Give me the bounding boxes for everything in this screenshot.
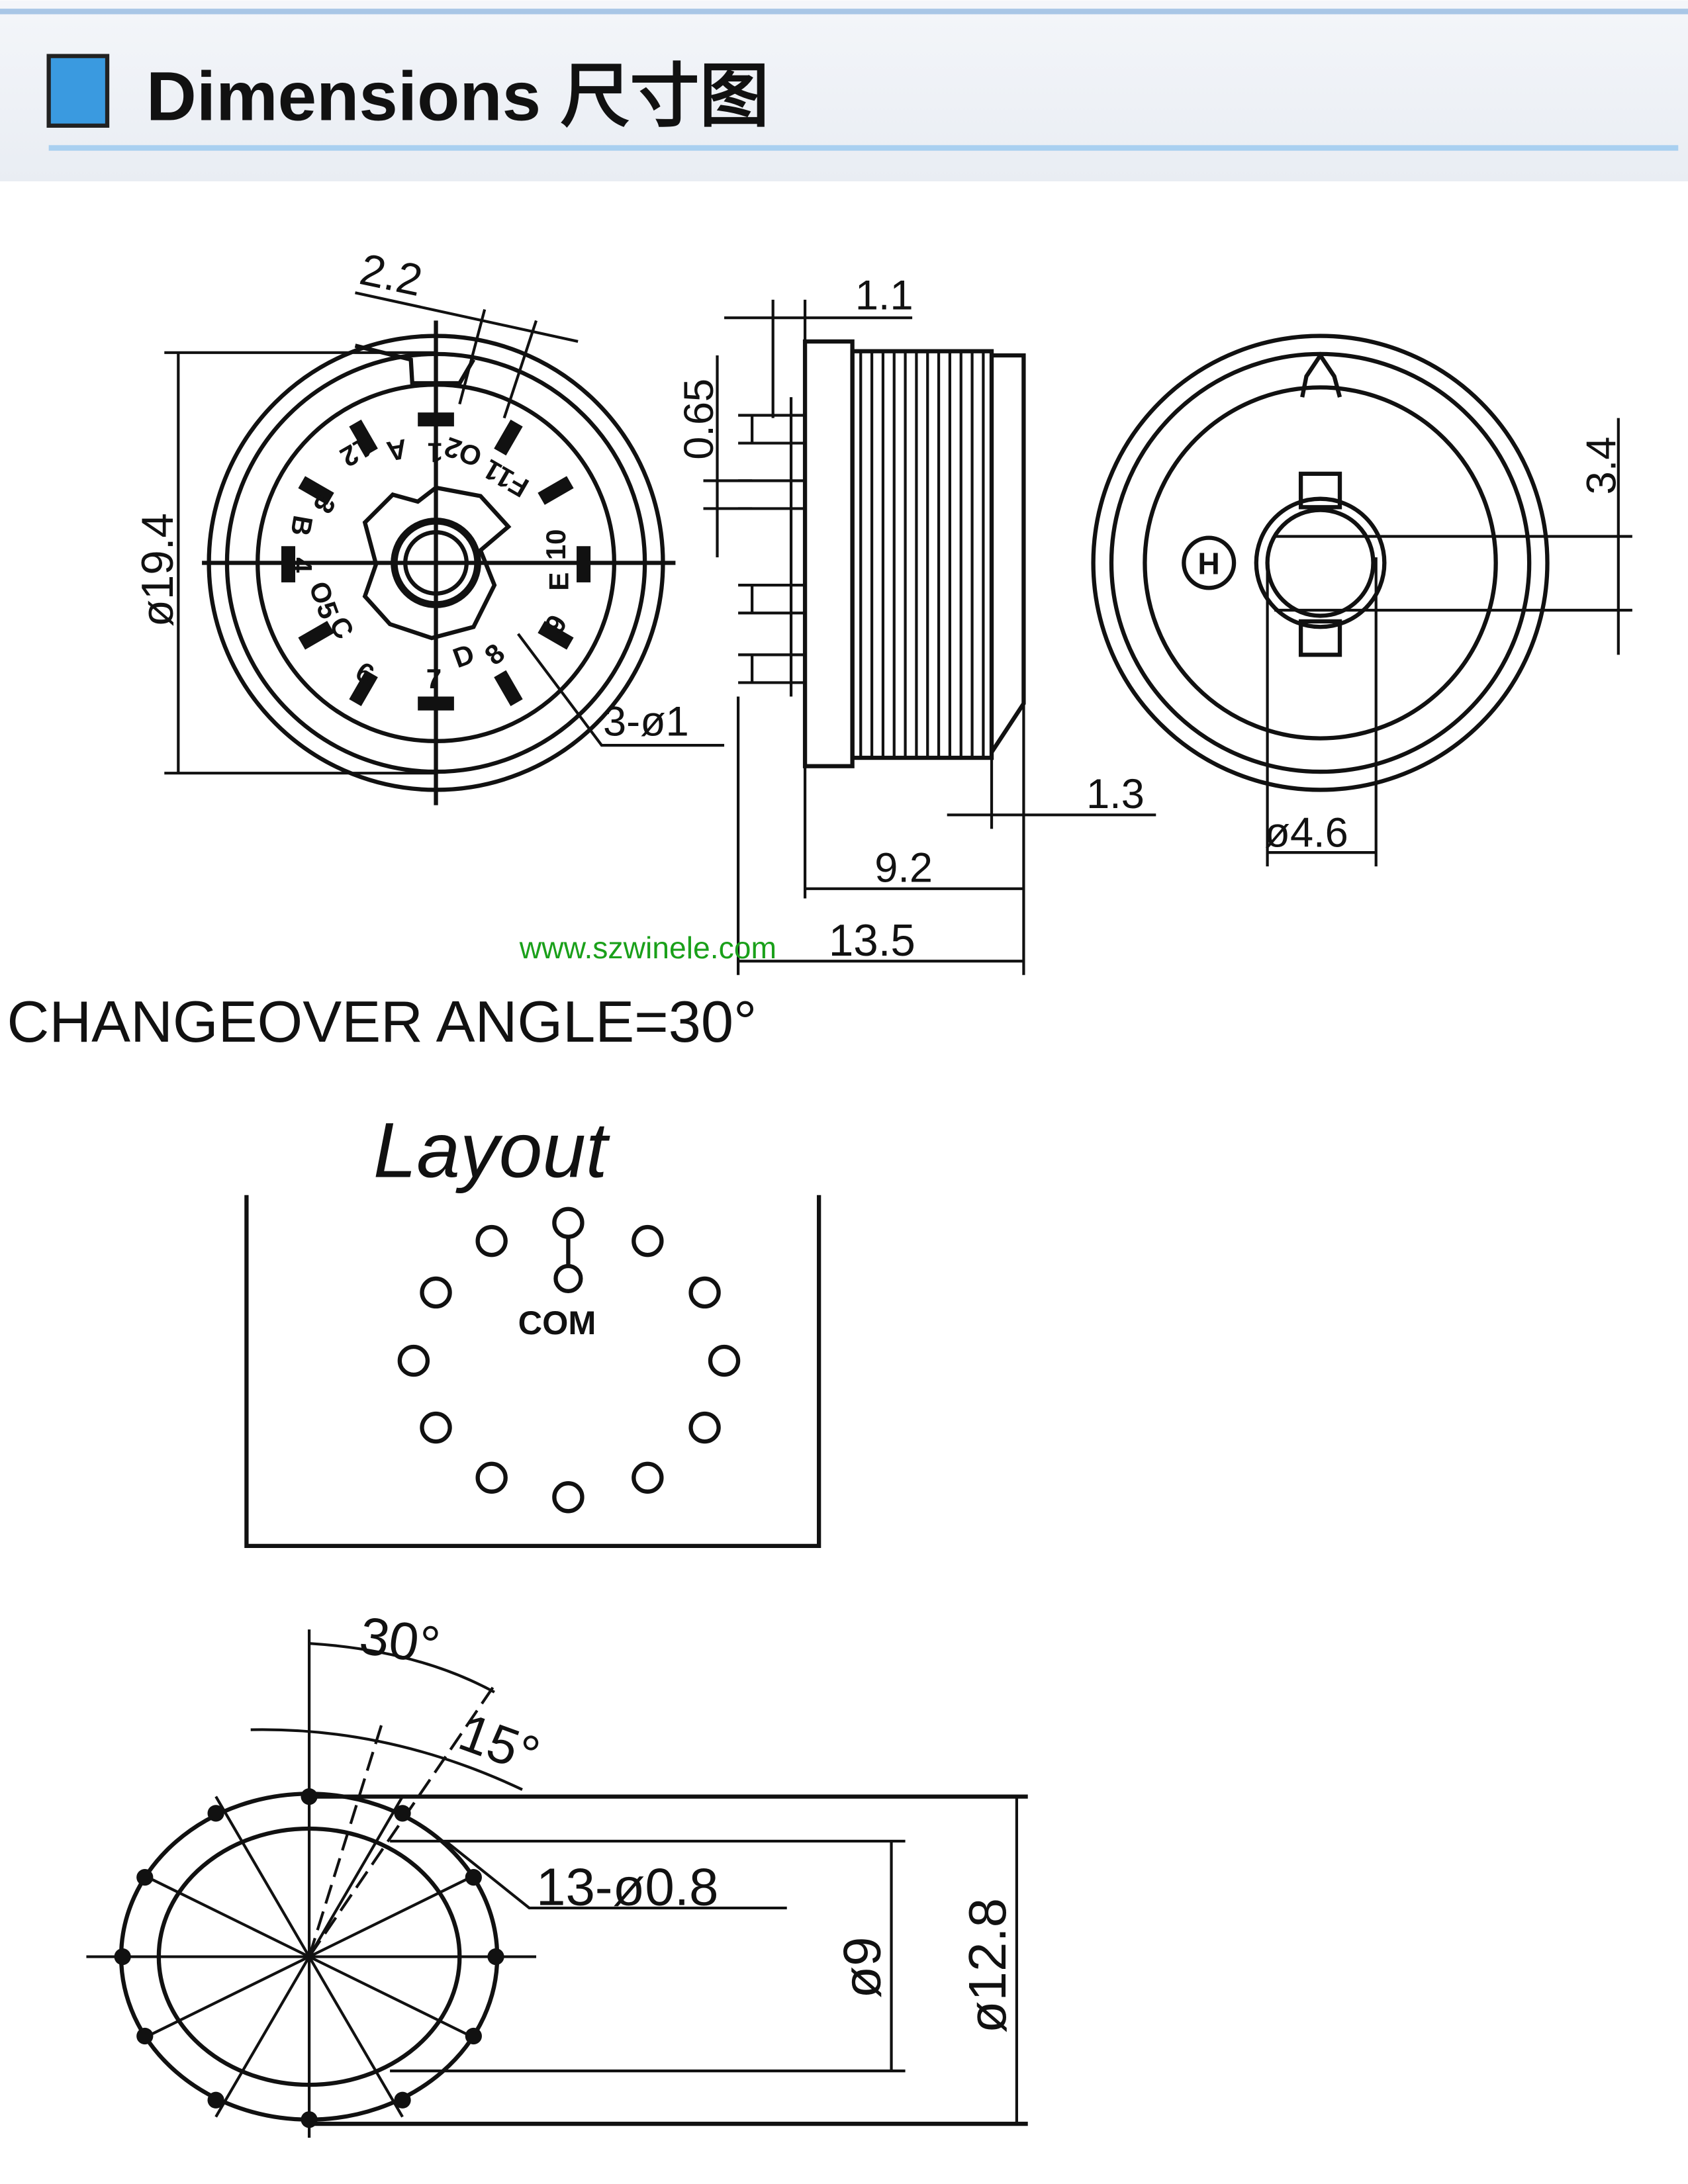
dim-holes-bottom: 13-ø0.8 xyxy=(536,1858,719,1917)
dim-flat: 3.4 xyxy=(1579,437,1625,495)
bottom-view: 30° 15° 13-ø0.8 ø9 ø12.8 xyxy=(86,1606,1028,2138)
layout-diagram: Layout COM xyxy=(244,1106,821,1549)
changeover-angle: CHANGEOVER ANGLE=30° xyxy=(7,989,757,1054)
h-mark-icon xyxy=(1182,535,1237,590)
terminal-label: 6 xyxy=(350,656,379,690)
angle-30: 30° xyxy=(356,1606,444,1675)
dim-body: 9.2 xyxy=(874,844,933,891)
angle-15: 15° xyxy=(451,1702,547,1785)
terminal-label: D xyxy=(449,638,479,674)
layout-title: Layout xyxy=(373,1106,610,1193)
dim-outer: ø12.8 xyxy=(958,1898,1017,2033)
header-title: Dimensions 尺寸图 xyxy=(146,58,769,135)
dim-diameter: ø19.4 xyxy=(133,513,183,627)
dim-total: 13.5 xyxy=(829,916,915,966)
pcb-holes xyxy=(397,1206,741,1514)
terminal-label: A xyxy=(384,433,409,467)
h-mark-label: H xyxy=(1197,546,1219,580)
dim-top: 1.1 xyxy=(855,273,914,319)
terminal-label: B xyxy=(285,513,319,538)
dim-key-width: 2.2 xyxy=(355,244,426,306)
front-view: 1 A 12 O2 F11 3 B 4 10 E O5 C 6 9 D 7 8 … xyxy=(133,244,725,805)
terminal-label: F11 xyxy=(478,453,534,504)
terminal-label: 8 xyxy=(479,637,510,671)
terminal-label: E xyxy=(543,572,574,591)
terminal-label: 1 xyxy=(428,437,443,469)
terminal-label: O5 xyxy=(303,577,345,623)
terminal-label: 10 xyxy=(540,529,571,560)
watermark: www.szwinele.com xyxy=(519,931,776,965)
side-view: 1.1 0.65 1.3 9.2 13.5 xyxy=(676,273,1156,976)
dim-inner: ø9 xyxy=(833,1936,892,1998)
terminal-label: 7 xyxy=(426,663,442,694)
com-label: COM xyxy=(518,1304,596,1342)
dim-shaft: ø4.6 xyxy=(1264,810,1348,856)
section-header: Dimensions 尺寸图 xyxy=(0,0,1688,182)
rear-view: H 3.4 ø4.6 xyxy=(1091,334,1632,867)
header-square-icon xyxy=(46,54,110,128)
terminal-label: O2 xyxy=(440,431,486,473)
terminal-label: 4 xyxy=(287,557,318,573)
dim-flange: 1.3 xyxy=(1086,771,1145,817)
dim-pin: 0.65 xyxy=(676,379,722,460)
dim-holes: 3-ø1 xyxy=(603,698,689,745)
